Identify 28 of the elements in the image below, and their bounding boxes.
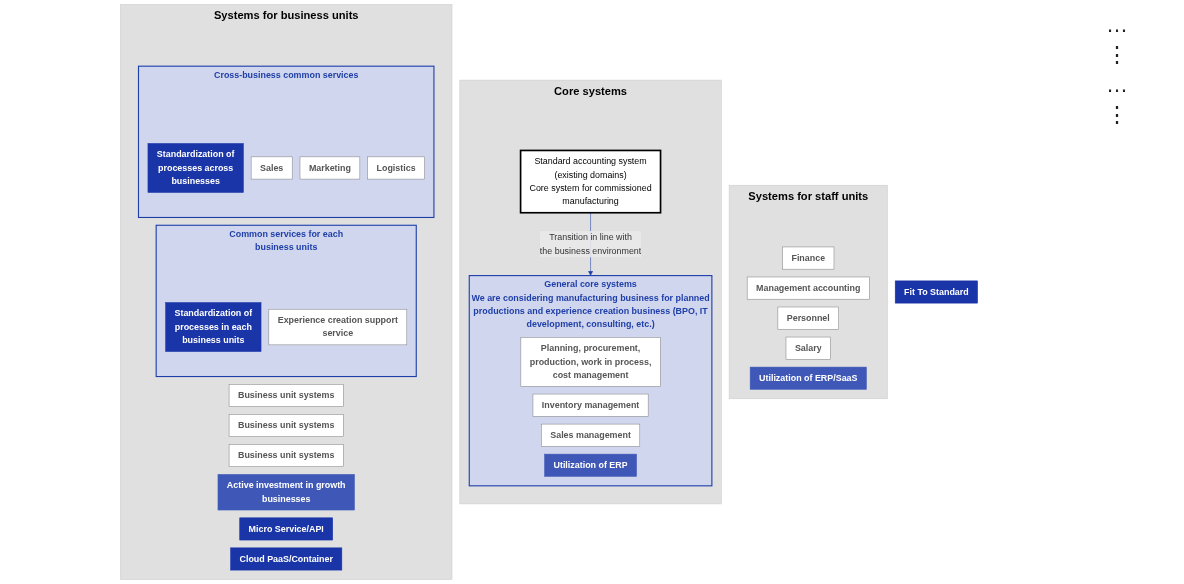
node-box: Sales bbox=[250, 156, 293, 180]
node-box: Business unit systems bbox=[228, 444, 344, 467]
node-box: Inventory management bbox=[532, 393, 649, 417]
node-box: Finance bbox=[782, 246, 835, 270]
ellipsis-mark: ⋮ bbox=[1106, 42, 1129, 68]
node-box: Utilization of ERP/SaaS bbox=[749, 366, 867, 390]
node-box: Management accounting bbox=[746, 276, 870, 300]
node-box: Standardization of processes across businesses bbox=[147, 143, 244, 193]
node-box: Experience creation support service bbox=[268, 308, 408, 346]
node-box: Marketing bbox=[299, 156, 361, 180]
edge-label: Transition in line with the business environment bbox=[539, 232, 642, 256]
node-box: Personnel bbox=[777, 306, 839, 330]
ellipsis-mark: ⋮ bbox=[1106, 102, 1129, 128]
node-box: Business unit systems bbox=[228, 414, 344, 437]
node-box: Utilization of ERP bbox=[544, 453, 637, 477]
node-box: Micro Service/API bbox=[239, 517, 333, 541]
node-box: Business unit systems bbox=[228, 384, 344, 407]
node-box: Active investment in growth businesses bbox=[217, 474, 355, 511]
node-box: Standard accounting system (existing domains) Core system for commissioned manufacturing bbox=[519, 149, 662, 214]
ellipsis-mark: … bbox=[1106, 12, 1129, 38]
ellipsis-mark: … bbox=[1106, 72, 1129, 98]
node-box: Sales management bbox=[541, 423, 641, 447]
node-box: Fit To Standard bbox=[894, 280, 978, 304]
node-box: Standardization of processes in each business units bbox=[165, 302, 262, 352]
node-box: Logistics bbox=[367, 156, 425, 180]
node-box: Cloud PaaS/Container bbox=[230, 547, 343, 571]
node-box: Salary bbox=[785, 336, 831, 360]
node-box: Planning, procurement, production, work in process, cost management bbox=[520, 337, 661, 387]
